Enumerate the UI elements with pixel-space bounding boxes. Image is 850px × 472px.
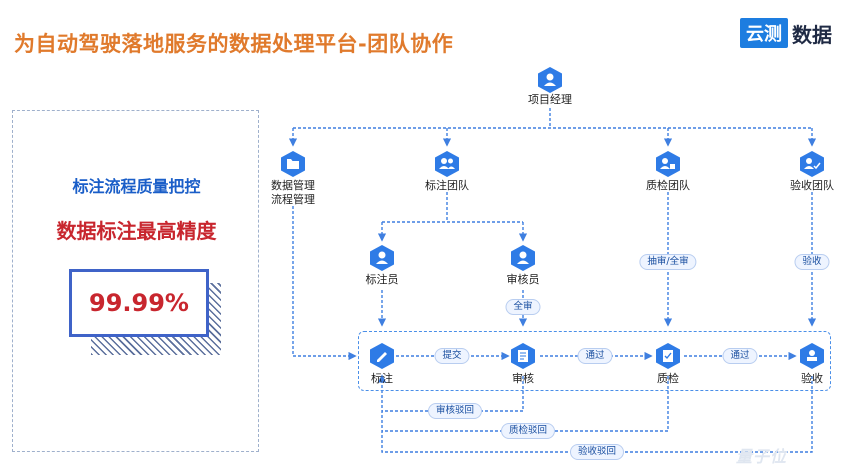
folder-icon bbox=[281, 151, 305, 177]
team-icon bbox=[800, 151, 824, 177]
step-accept: 验收 bbox=[801, 372, 823, 385]
user-icon bbox=[511, 245, 535, 271]
manager-icon bbox=[538, 67, 562, 93]
pill-pass-2: 通过 bbox=[722, 348, 758, 364]
quality-headline: 数据标注最高精度 bbox=[56, 219, 217, 243]
document-icon bbox=[511, 343, 535, 369]
step-label: 标注 bbox=[371, 372, 393, 385]
pill-pass-1: 通过 bbox=[577, 348, 613, 364]
checklist-icon bbox=[656, 343, 680, 369]
accuracy-value: 99.99% bbox=[69, 269, 209, 337]
pill-qc-reject: 质检驳回 bbox=[500, 423, 556, 439]
role-pm: 项目经理 bbox=[528, 93, 572, 106]
step-review: 审核 bbox=[512, 372, 534, 385]
role-accept-team: 验收团队 bbox=[790, 179, 834, 192]
logo-text: 数据 bbox=[792, 22, 832, 47]
role-label-team: 标注团队 bbox=[425, 179, 469, 192]
pill-submit: 提交 bbox=[434, 348, 470, 364]
role-data-mgmt-2: 流程管理 bbox=[271, 193, 315, 206]
logo-box: 云测 bbox=[740, 18, 788, 48]
user-icon bbox=[370, 245, 394, 271]
page-title: 为自动驾驶落地服务的数据处理平台-团队协作 bbox=[14, 32, 454, 56]
brand-logo: 云测 数据 bbox=[740, 18, 832, 48]
pill-accept-check: 验收 bbox=[794, 254, 830, 270]
role-reviewer: 审核员 bbox=[506, 273, 540, 286]
process-container bbox=[358, 331, 831, 391]
quality-subtitle: 标注流程质量把控 bbox=[72, 177, 201, 196]
pen-icon bbox=[370, 343, 394, 369]
role-qc-team: 质检团队 bbox=[646, 179, 690, 192]
pill-accept-reject: 验收驳回 bbox=[569, 444, 625, 460]
role-labeler: 标注员 bbox=[365, 273, 399, 286]
team-icon bbox=[435, 151, 459, 177]
watermark: 量子位 bbox=[736, 447, 788, 466]
step-qc: 质检 bbox=[657, 372, 679, 385]
pill-full-review: 全审 bbox=[505, 299, 541, 315]
stamp-icon bbox=[800, 343, 824, 369]
team-icon bbox=[656, 151, 680, 177]
pill-sample-full: 抽审/全审 bbox=[639, 254, 697, 270]
quality-panel: 标注流程质量把控 数据标注最高精度 99.99% bbox=[12, 110, 259, 452]
role-data-mgmt-1: 数据管理 bbox=[271, 179, 315, 192]
pill-review-reject: 审核驳回 bbox=[427, 403, 483, 419]
